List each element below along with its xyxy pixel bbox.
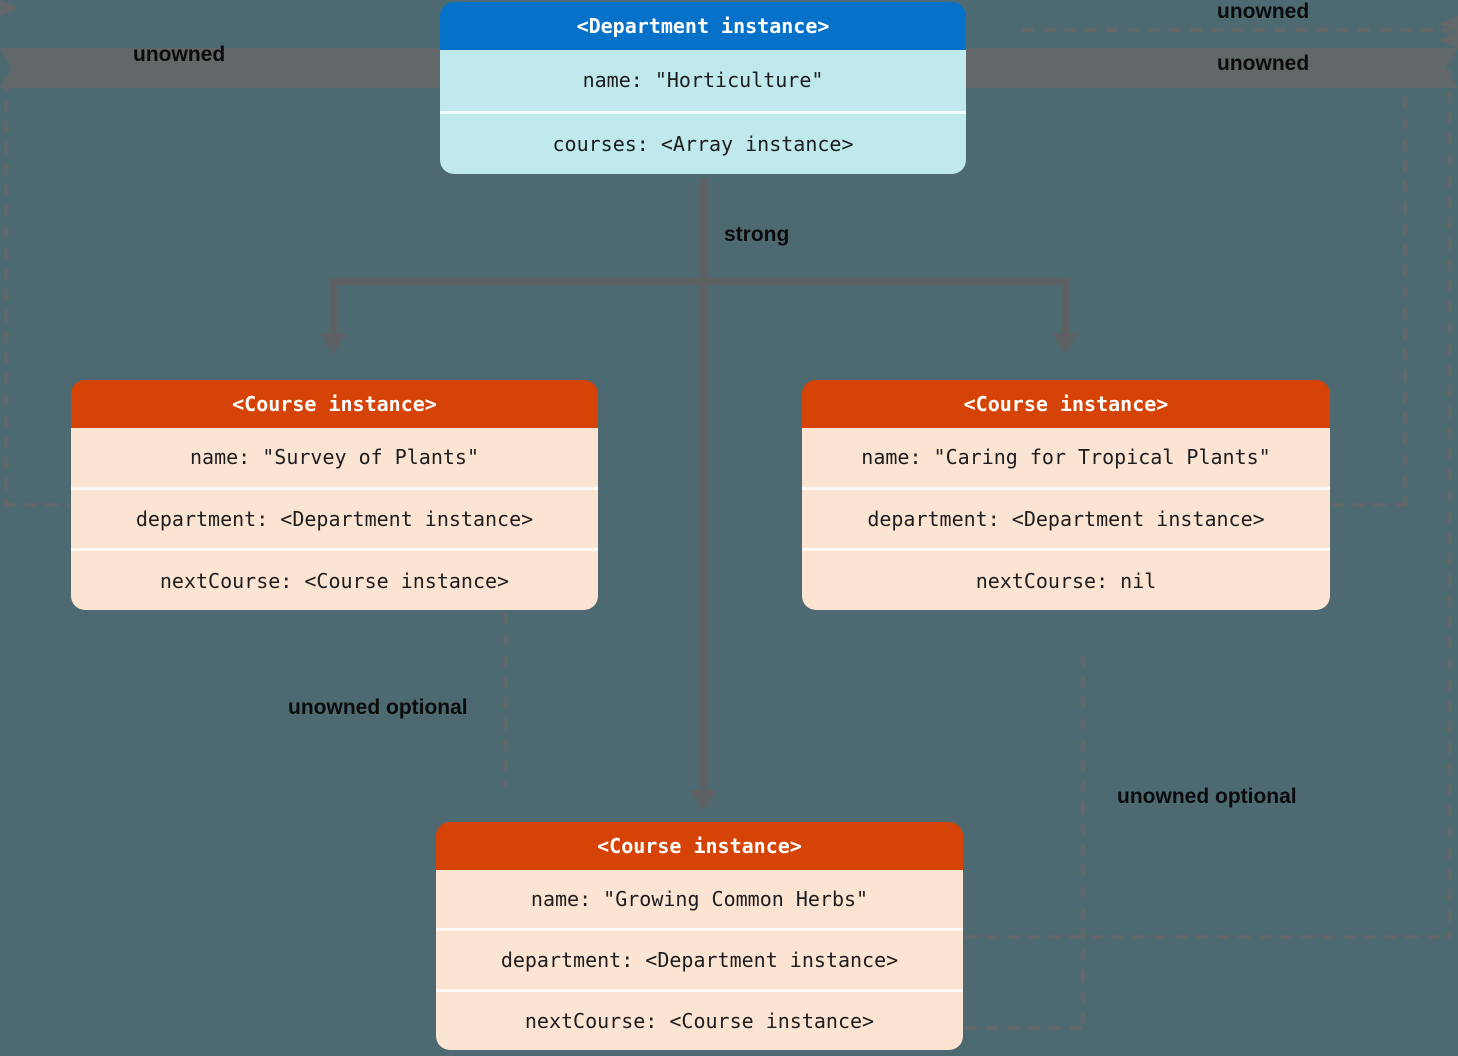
- unowned-optional-right-line-bottom: [965, 1026, 1085, 1030]
- unowned-outer-line-top: [1022, 28, 1452, 32]
- course-instance-title: <Course instance>: [71, 380, 598, 428]
- unowned-inner-line-top: [1022, 76, 1407, 80]
- unowned-left-arrowhead-icon: [0, 0, 1458, 16]
- course-instance-box-growing-common-herbs: <Course instance> name: "Growing Common …: [436, 822, 963, 1050]
- course-department-row: department: <Department instance>: [802, 486, 1330, 549]
- label-unowned-optional-right: unowned optional: [1117, 785, 1297, 808]
- unowned-inner-line-vertical: [1403, 76, 1407, 507]
- course-nextcourse-row: nextCourse: <Course instance>: [71, 548, 598, 610]
- strong-arrow-line-vertical: [700, 178, 707, 790]
- course-department-row: department: <Department instance>: [71, 486, 598, 549]
- label-unowned-left: unowned: [133, 43, 226, 66]
- department-courses-row: courses: <Array instance>: [440, 110, 966, 174]
- course-name-row: name: "Growing Common Herbs": [436, 870, 963, 928]
- strong-arrow-branch-horizontal: [330, 278, 1069, 285]
- department-instance-title: <Department instance>: [440, 2, 966, 50]
- course-department-row: department: <Department instance>: [436, 928, 963, 989]
- course-nextcourse-row: nextCourse: nil: [802, 548, 1330, 610]
- unowned-left-line-bottom: [4, 503, 70, 507]
- unowned-left-line-top: [4, 79, 384, 83]
- label-unowned-top-right-1: unowned: [1217, 0, 1310, 23]
- unowned-inner-line-bottom: [1332, 503, 1407, 507]
- course-instance-title: <Course instance>: [802, 380, 1330, 428]
- course-nextcourse-row: nextCourse: <Course instance>: [436, 989, 963, 1050]
- label-unowned-top-right-2: unowned: [1217, 52, 1310, 75]
- department-name-row: name: "Horticulture": [440, 50, 966, 111]
- unowned-left-line-vertical: [4, 79, 8, 507]
- course-name-row: name: "Caring for Tropical Plants": [802, 428, 1330, 487]
- strong-arrowhead-down-right-icon: [1052, 333, 1078, 355]
- unowned-outer-line-vertical: [1448, 28, 1452, 939]
- label-strong: strong: [724, 223, 790, 246]
- unowned-outer-line-bottom: [965, 935, 1452, 939]
- course-instance-title: <Course instance>: [436, 822, 963, 870]
- strong-arrowhead-down-left-icon: [320, 333, 346, 355]
- strong-arrow-right-drop: [1062, 278, 1069, 335]
- strong-arrow-left-drop: [330, 278, 337, 335]
- unowned-optional-right-line-vertical: [1081, 655, 1085, 1028]
- course-name-row: name: "Survey of Plants": [71, 428, 598, 487]
- course-instance-box-caring-for-tropical-plants: <Course instance> name: "Caring for Trop…: [802, 380, 1330, 610]
- label-unowned-optional-left: unowned optional: [288, 696, 468, 719]
- department-instance-box: <Department instance> name: "Horticultur…: [440, 2, 966, 174]
- unowned-optional-left-line: [504, 613, 508, 788]
- strong-arrowhead-down-center-icon: [690, 790, 716, 812]
- course-instance-box-survey-of-plants: <Course instance> name: "Survey of Plant…: [71, 380, 598, 610]
